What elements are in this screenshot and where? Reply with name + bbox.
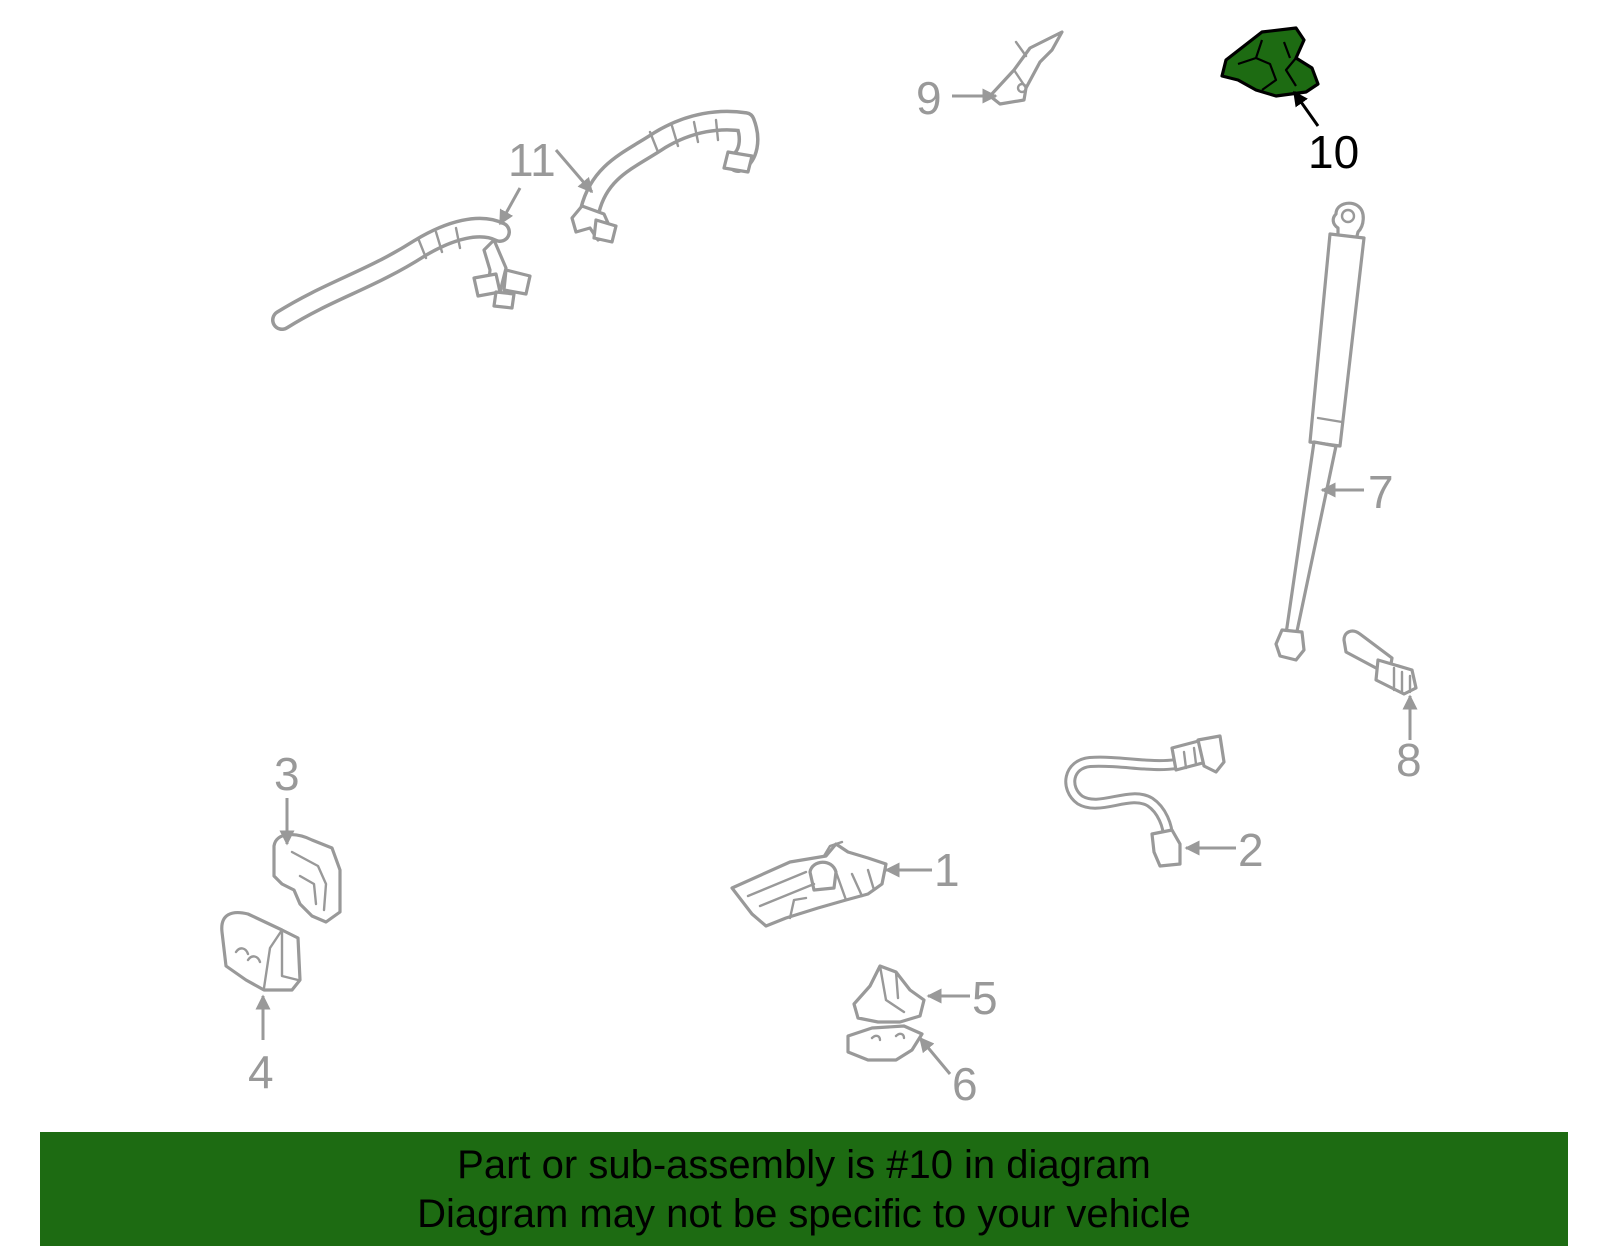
callout-9: 9 <box>916 72 942 124</box>
part-1-latch[interactable] <box>730 840 888 928</box>
part-6-plate[interactable] <box>846 1024 924 1062</box>
callout-8: 8 <box>1396 734 1422 786</box>
part-11-harness[interactable] <box>271 109 760 331</box>
part-3-bracket[interactable] <box>272 833 342 924</box>
part-5-striker[interactable] <box>852 964 926 1024</box>
part-9-bracket[interactable] <box>988 30 1064 106</box>
part-2-sensor[interactable] <box>1064 734 1226 868</box>
callout-4: 4 <box>248 1046 274 1098</box>
leader-10 <box>1292 90 1320 127</box>
part-10-highlighted[interactable] <box>1220 26 1320 98</box>
part-4-pad[interactable] <box>220 910 302 992</box>
callout-11: 11 <box>508 134 556 186</box>
callout-7: 7 <box>1368 466 1394 518</box>
callout-10: 10 <box>1308 126 1359 178</box>
callout-1: 1 <box>934 844 960 896</box>
callout-6: 6 <box>952 1058 978 1110</box>
callout-5: 5 <box>972 972 998 1024</box>
callout-3: 3 <box>274 748 300 800</box>
callout-2: 2 <box>1238 824 1264 876</box>
info-banner: Part or sub-assembly is #10 in diagram D… <box>40 1132 1568 1246</box>
leader-6 <box>918 1036 952 1075</box>
leader-11a <box>498 187 522 226</box>
part-8-bolt[interactable] <box>1342 629 1418 696</box>
banner-line-2: Diagram may not be specific to your vehi… <box>417 1192 1191 1236</box>
banner-line-1: Part or sub-assembly is #10 in diagram <box>457 1143 1151 1187</box>
leader-11b <box>554 149 594 194</box>
part-7-strut[interactable] <box>1274 201 1366 662</box>
